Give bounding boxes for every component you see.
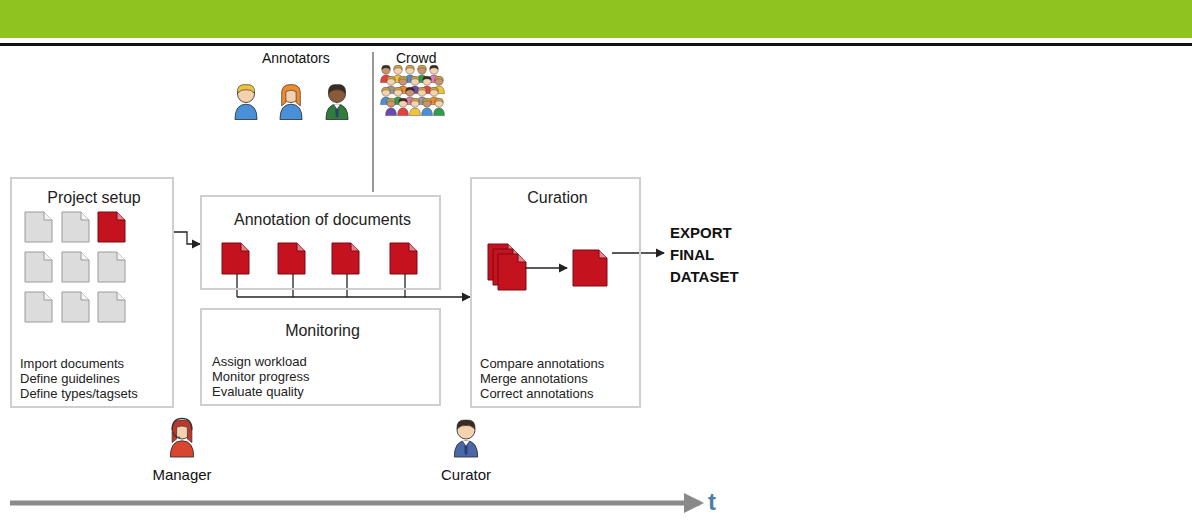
merge-arrow	[525, 267, 567, 268]
document	[62, 252, 89, 282]
timeline-arrow	[10, 501, 700, 506]
annotated-document	[278, 243, 305, 274]
document	[25, 292, 52, 322]
axis-label: t	[708, 488, 716, 516]
person-icon	[410, 98, 421, 115]
person-icon	[434, 98, 445, 115]
document	[98, 292, 125, 322]
box-text: Merge annotations	[480, 372, 588, 387]
group-label: Annotators	[262, 50, 330, 66]
flow-connector	[405, 290, 470, 297]
document	[25, 212, 52, 242]
box-text: Correct annotations	[480, 387, 593, 402]
document	[62, 212, 89, 242]
export-arrow	[612, 252, 664, 253]
annotated-document	[98, 212, 125, 242]
box-text: Define types/tagsets	[20, 387, 138, 402]
flow-connector	[174, 232, 200, 244]
annotated-document	[222, 243, 249, 274]
document	[98, 252, 125, 282]
document	[62, 292, 89, 322]
role-label: Curator	[441, 466, 491, 483]
person-icon	[422, 98, 433, 115]
box-heading: Curation	[527, 189, 587, 207]
setup-box: Project setupImport documentsDefine guid…	[10, 177, 174, 408]
role-label: Manager	[152, 466, 211, 483]
header-rule	[0, 43, 1192, 46]
person-icon	[280, 85, 302, 120]
annotated-document	[332, 243, 359, 274]
annotated-document	[390, 243, 417, 274]
person-icon	[170, 418, 193, 457]
output-label: EXPORT FINAL DATASET	[670, 222, 739, 287]
box-text: Monitor progress	[212, 370, 310, 385]
box-text: Compare annotations	[480, 357, 604, 372]
document	[25, 252, 52, 282]
monitoring-box: MonitoringAssign workloadMonitor progres…	[200, 308, 441, 406]
box-text: Define guidelines	[20, 372, 120, 387]
icons	[170, 65, 477, 457]
box-heading: Annotation of documents	[234, 211, 411, 229]
box-text: Assign workload	[212, 355, 307, 370]
annotated-document	[573, 250, 607, 286]
person-icon	[454, 420, 477, 457]
box-heading: Monitoring	[285, 322, 360, 340]
box-heading: Project setup	[47, 189, 140, 207]
document-icons	[25, 212, 607, 322]
group-label: Crowd	[396, 50, 436, 66]
person-icon	[398, 98, 409, 115]
box-text: Import documents	[20, 357, 124, 372]
header-bar	[0, 0, 1192, 38]
person-icon	[235, 85, 257, 120]
person-icon	[386, 98, 397, 115]
box-text: Evaluate quality	[212, 385, 304, 400]
curation-box: CurationCompare annotationsMerge annotat…	[470, 177, 641, 408]
crowd-divider	[373, 52, 374, 192]
doc-feed-lines	[237, 274, 405, 297]
annotation-box: Annotation of documents	[200, 195, 441, 290]
annotated-document	[498, 254, 526, 290]
person-icon	[326, 85, 348, 120]
